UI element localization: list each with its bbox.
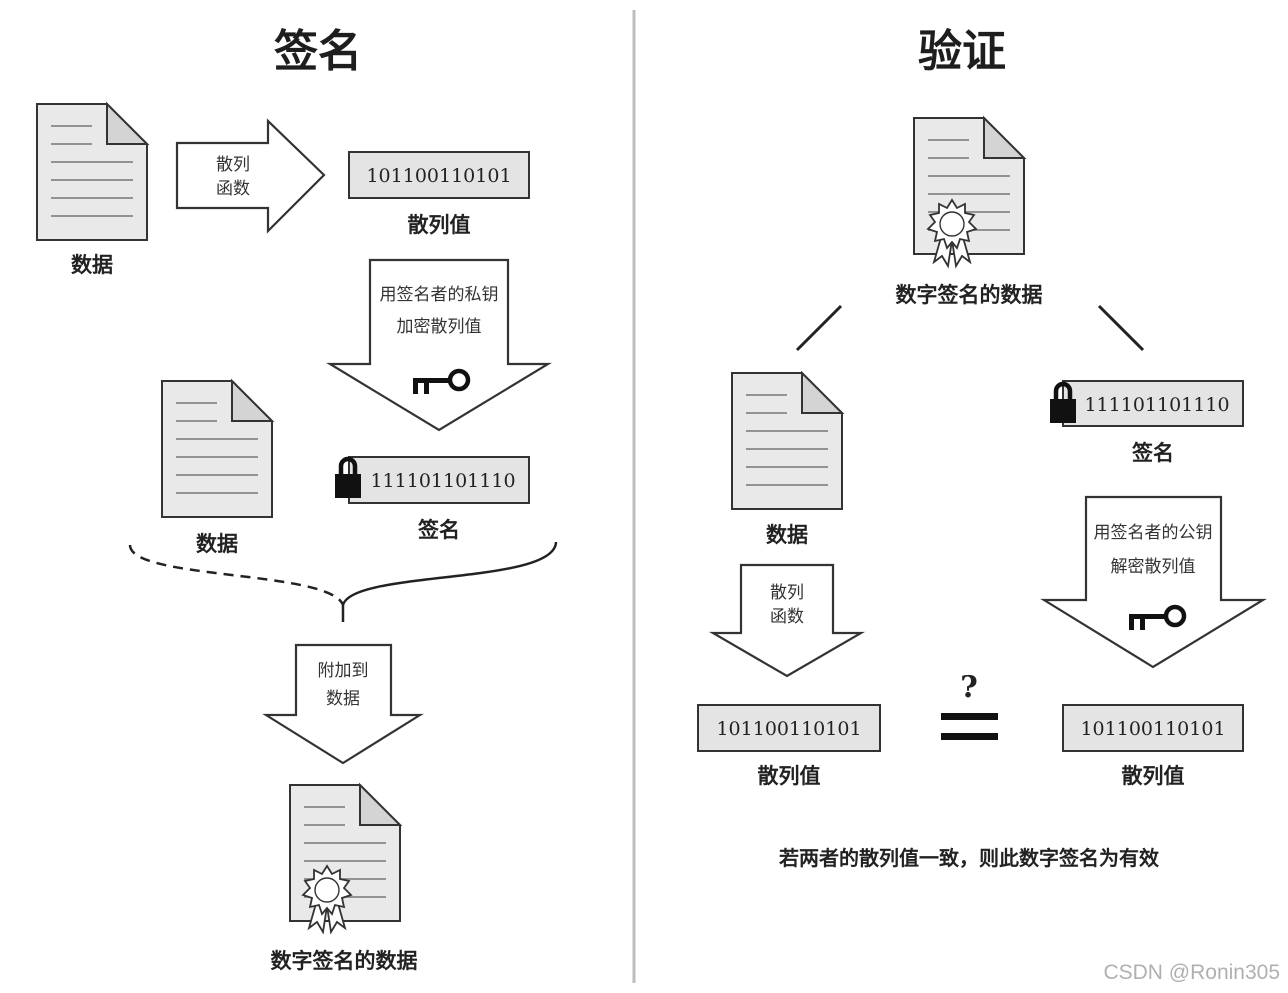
document-icon (36, 103, 148, 241)
document-icon (161, 380, 273, 518)
decrypt-label: 解密散列值 (1111, 557, 1196, 577)
hash-value-label: 散列值 (1122, 763, 1185, 788)
hash-function-label: 函数 (216, 179, 250, 199)
hollow-arrow-icon (1040, 495, 1267, 669)
certified-document-icon (289, 784, 401, 933)
solid-brace (341, 541, 558, 606)
document-icon (731, 372, 843, 510)
split-line-right (1097, 304, 1145, 352)
conclusion-text: 若两者的散列值一致，则此数字签名为有效 (778, 846, 1159, 870)
attach-label: 数据 (326, 689, 360, 709)
hash-function-label: 散列 (216, 155, 250, 175)
watermark: CSDN @Ronin305 (1103, 961, 1280, 984)
signature-label: 签名 (417, 517, 460, 542)
hash-value-box (697, 704, 881, 752)
hollow-arrow-icon (262, 643, 424, 765)
hash-value-label: 散列值 (408, 212, 471, 237)
hash-value: 101100110101 (1080, 718, 1225, 740)
split-line-left (795, 304, 843, 352)
data-label: 数据 (766, 522, 808, 547)
hollow-arrow-icon (175, 118, 326, 234)
signature-label: 签名 (1131, 440, 1174, 465)
hash-value-box (1062, 704, 1244, 752)
attach-label: 附加到 (318, 661, 369, 681)
hash-value: 101100110101 (366, 165, 511, 187)
data-label: 数据 (196, 531, 238, 556)
equals-icon (941, 713, 998, 740)
signature-value: 111101101110 (1084, 394, 1229, 416)
verify-title: 验证 (918, 26, 1006, 77)
hash-value-label: 散列值 (758, 763, 821, 788)
question-mark: ? (960, 670, 978, 705)
encrypt-label: 用签名者的私钥 (380, 285, 499, 305)
signature-value: 111101101110 (370, 470, 515, 492)
hash-function-label: 函数 (770, 607, 804, 627)
encrypt-label: 加密散列值 (397, 317, 482, 337)
signed-data-label: 数字签名的数据 (271, 948, 418, 973)
signed-data-label: 数字签名的数据 (896, 282, 1043, 307)
certified-document-icon (913, 117, 1025, 267)
decrypt-label: 用签名者的公钥 (1094, 523, 1213, 543)
data-label: 数据 (71, 252, 113, 277)
hollow-arrow-icon (708, 563, 866, 678)
sign-title: 签名 (274, 26, 362, 77)
hollow-arrow-icon (326, 258, 552, 432)
dashed-brace (128, 544, 345, 606)
hash-value-box (348, 151, 530, 199)
hash-function-label: 散列 (770, 583, 804, 603)
hash-value: 101100110101 (716, 718, 861, 740)
signature-box (1062, 380, 1244, 427)
